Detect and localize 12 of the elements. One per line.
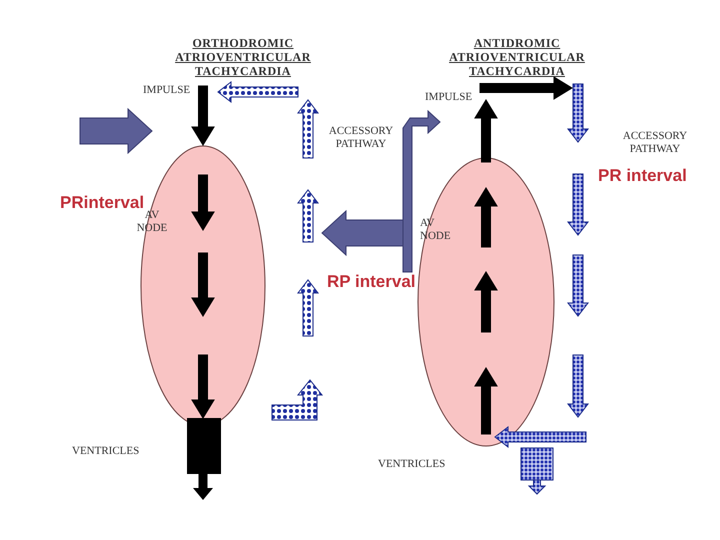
text-label: ACCESSORY PATHWAY	[328, 125, 394, 151]
interval-label: RP interval	[327, 272, 416, 292]
interval-label: PR interval	[598, 166, 687, 186]
text-label: ACCESSORY PATHWAY	[622, 130, 688, 156]
interval-label: PRinterval	[60, 193, 144, 213]
text-label: VENTRICLES	[378, 458, 446, 471]
av-node-ellipse	[416, 157, 556, 447]
text-label: IMPULSE	[143, 84, 190, 97]
diagram-heading: ANTIDROMIC ATRIOVENTRICULAR TACHYCARDIA	[448, 36, 586, 78]
text-label: IMPULSE	[425, 91, 472, 104]
text-label: VENTRICLES	[72, 445, 140, 458]
diagram-heading: ORTHODROMIC ATRIOVENTRICULAR TACHYCARDIA	[174, 36, 312, 78]
